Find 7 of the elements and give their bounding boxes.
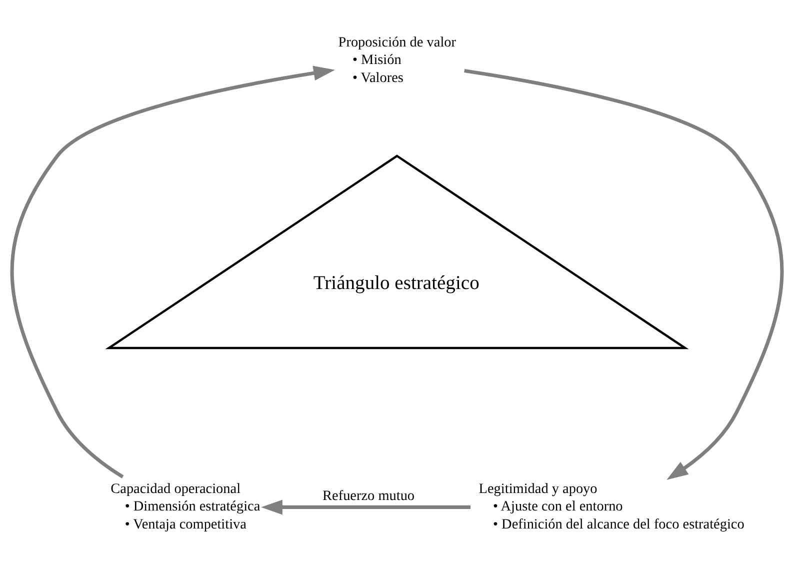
arrow xyxy=(10,65,335,478)
edge-label: Refuerzo mutuo xyxy=(322,487,415,504)
node-text: Legitimidad y apoyo • Ajuste con el entorno • Definición del alcance del foco estratégico xyxy=(478,480,744,532)
node-text: Capacidad operacional • Dimensión estratégica • Ventaja competitiva xyxy=(110,480,260,532)
arrow xyxy=(464,68,784,480)
arrow xyxy=(261,499,471,514)
node-text: Proposición de valor • Misión • Valores xyxy=(338,34,456,86)
